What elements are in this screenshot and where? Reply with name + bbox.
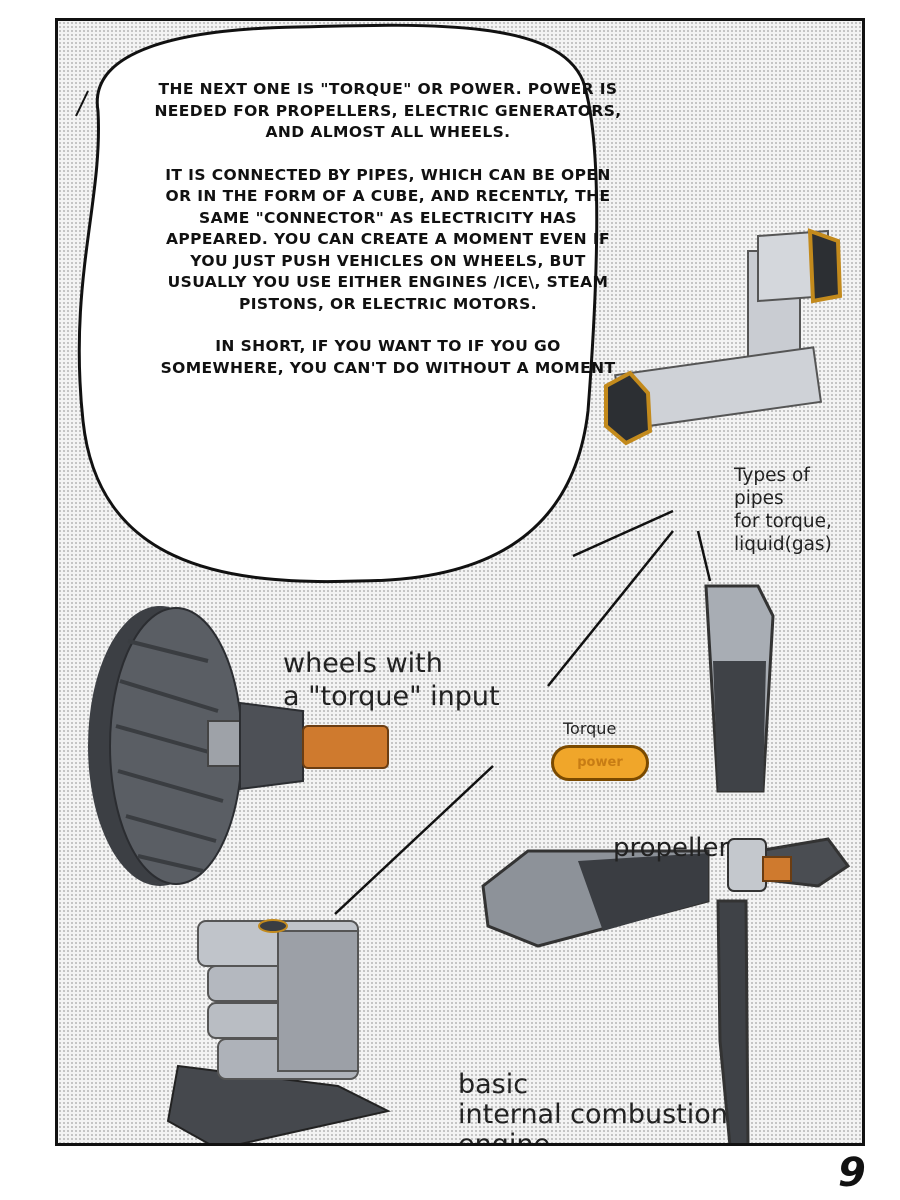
speech-bubble-text: The next one is "torque" or power. Power… bbox=[153, 79, 623, 400]
pipe-elbow-image bbox=[604, 228, 843, 446]
pipes-label-line-3: liquid(gas) bbox=[734, 534, 832, 555]
power-badge: power bbox=[551, 745, 649, 781]
pipes-label: Types of pipes for torque, liquid(gas) bbox=[734, 464, 862, 556]
torque-label: Torque bbox=[563, 719, 617, 738]
bubble-paragraph-1: The next one is "torque" or power. Power… bbox=[154, 80, 622, 141]
engine-label: basic internal combustion engine bbox=[458, 1069, 728, 1146]
pipes-label-line-1: Types of pipes bbox=[734, 465, 810, 509]
engine-image bbox=[166, 919, 391, 1143]
comic-panel: The next one is "torque" or power. Power… bbox=[55, 18, 865, 1146]
panel-artwork bbox=[75, 23, 851, 1143]
wheels-label: wheels with a "torque" input bbox=[283, 647, 500, 713]
bubble-paragraph-3: In short, if you want to if you go somew… bbox=[160, 337, 616, 377]
bubble-paragraph-2: It is connected by pipes, which can be o… bbox=[165, 165, 611, 313]
engine-label-line-1: basic bbox=[458, 1069, 529, 1100]
propeller-label: propeller bbox=[613, 833, 730, 863]
page-number: 9 bbox=[838, 1150, 866, 1196]
speech-bubble bbox=[77, 23, 599, 584]
pipes-label-line-2: for torque, bbox=[734, 511, 832, 532]
propeller-image bbox=[481, 584, 851, 1143]
wheel-image bbox=[88, 606, 389, 886]
engine-label-line-3: engine bbox=[458, 1129, 551, 1146]
wheels-label-line-1: wheels with bbox=[283, 648, 443, 679]
wheels-label-line-2: a "torque" input bbox=[283, 681, 500, 712]
engine-label-line-2: internal combustion bbox=[458, 1099, 728, 1130]
